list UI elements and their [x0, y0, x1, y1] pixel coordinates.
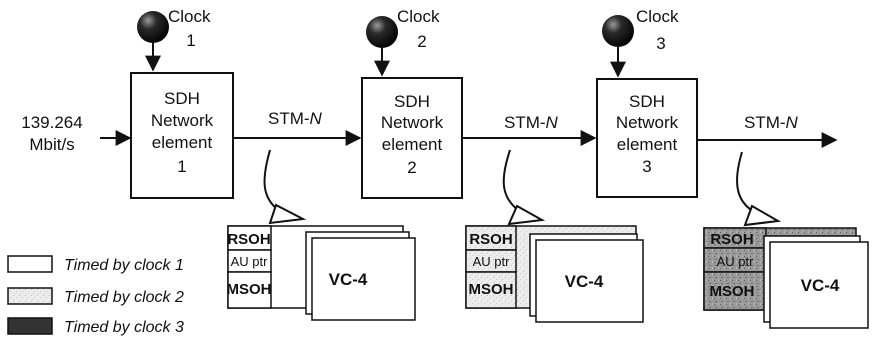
legend-label-clock-1: Timed by clock 1	[64, 257, 184, 274]
element-line1: SDH	[164, 89, 200, 108]
frame-1-pointer-head	[270, 205, 303, 223]
legend-label-clock-2: Timed by clock 2	[64, 289, 184, 306]
element-number: 1	[177, 157, 186, 176]
element-line3: element	[152, 133, 213, 152]
frame-1-pointer-arrow	[264, 150, 283, 213]
clock-ball-icon	[602, 15, 634, 47]
legend-swatch-clock-2	[8, 288, 52, 304]
link-2-label: STM-N	[504, 113, 559, 132]
frame-2-pointer-arrow	[504, 150, 524, 214]
clock-1: Clock 1	[137, 7, 211, 70]
clock-number: 1	[186, 31, 195, 50]
clock-2: Clock 2	[366, 7, 440, 75]
element-line2: Network	[616, 113, 679, 132]
element-line2: Network	[151, 111, 214, 130]
msoh-label: MSOH	[469, 281, 514, 298]
input-rate-value: 139.264	[21, 113, 82, 132]
element-line3: element	[617, 135, 678, 154]
au-ptr-label: AU ptr	[473, 254, 511, 269]
input-rate-unit: Mbit/s	[29, 135, 74, 154]
frame-3: RSOH AU ptr MSOH VC-4	[704, 228, 868, 328]
frame-3-pointer-head	[745, 206, 778, 225]
vc4-label: VC-4	[565, 272, 604, 291]
frame-3-pointer-arrow	[737, 152, 758, 214]
clock-label: Clock	[397, 7, 440, 26]
clock-ball-icon	[137, 11, 169, 43]
frame-2: RSOH AU ptr MSOH VC-4	[466, 226, 643, 322]
frame-2-pointer-head	[509, 206, 542, 224]
vc4-label: VC-4	[801, 276, 840, 295]
element-line1: SDH	[394, 92, 430, 111]
element-line3: element	[382, 135, 443, 154]
au-ptr-label: AU ptr	[231, 254, 269, 269]
element-line1: SDH	[629, 92, 665, 111]
legend: Timed by clock 1 Timed by clock 2 Timed …	[8, 256, 184, 336]
legend-swatch-clock-3	[8, 318, 52, 334]
frame-1: RSOH AU ptr MSOH VC-4	[227, 226, 416, 320]
network-element-3: SDH Network element 3	[597, 79, 697, 197]
au-ptr-label: AU ptr	[717, 254, 755, 269]
vc4-label: VC-4	[329, 270, 368, 289]
legend-label-clock-3: Timed by clock 3	[64, 319, 184, 336]
legend-swatch-clock-1	[8, 256, 52, 272]
element-number: 3	[642, 157, 651, 176]
clock-label: Clock	[168, 7, 211, 26]
clock-ball-icon	[366, 16, 398, 48]
network-element-2: SDH Network element 2	[362, 78, 462, 198]
clock-number: 3	[656, 34, 665, 53]
element-line2: Network	[381, 113, 444, 132]
clock-label: Clock	[636, 7, 679, 26]
rsoh-label: RSOH	[469, 231, 512, 248]
msoh-label: MSOH	[710, 283, 755, 300]
msoh-label: MSOH	[227, 281, 272, 298]
clock-number: 2	[417, 32, 426, 51]
element-number: 2	[407, 158, 416, 177]
clock-3: Clock 3	[602, 7, 679, 76]
link-3-label: STM-N	[744, 113, 799, 132]
rsoh-label: RSOH	[227, 231, 270, 248]
network-element-1: SDH Network element 1	[131, 73, 233, 198]
rsoh-label: RSOH	[710, 231, 753, 248]
link-1-label: STM-N	[268, 109, 323, 128]
